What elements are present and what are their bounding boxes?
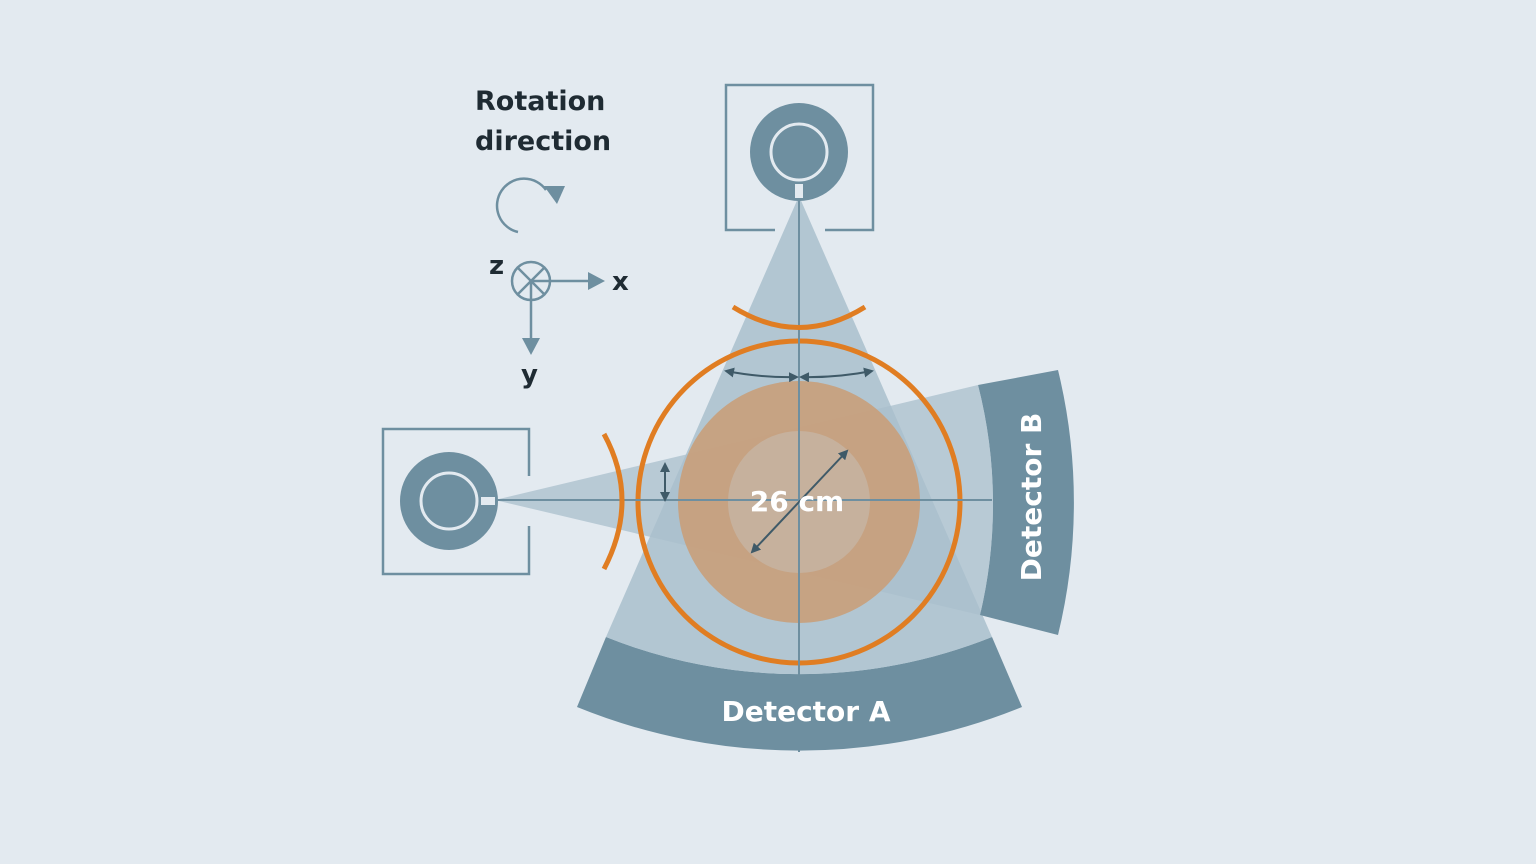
source-b-focal-spot [481, 497, 495, 505]
source-b-tube [400, 452, 498, 550]
coordinate-axes [510, 260, 605, 355]
detector-b-outer-band [978, 370, 1074, 635]
diameter-label: 26 cm [750, 485, 845, 518]
detector-b-label: Detector B [1015, 413, 1048, 582]
source-b-housing [381, 427, 531, 576]
rotation-label-line1: Rotation [475, 86, 605, 117]
xray-source-b [381, 427, 531, 576]
source-a-focal-spot [795, 184, 803, 198]
clockwise-arrow-icon [495, 177, 565, 234]
axis-x-label: x [612, 267, 629, 297]
diameter-arrow [750, 449, 849, 554]
source-a-tube-inner-ring [769, 122, 829, 182]
rotation-label-line2: direction [475, 126, 611, 157]
axis-y-label: y [521, 360, 538, 390]
source-b-tube-inner-ring [419, 471, 479, 531]
detector-a-label: Detector A [721, 695, 890, 728]
source-a-tube [750, 103, 848, 201]
filter-arc-left [601, 432, 625, 571]
axis-z-label: z [489, 251, 504, 281]
xray-source-a [724, 83, 875, 232]
fan-angle-arrow-right [799, 367, 874, 383]
source-a-housing [724, 83, 875, 232]
fan-angle-arrow-left [724, 367, 799, 383]
filter-arc-top [731, 304, 867, 330]
